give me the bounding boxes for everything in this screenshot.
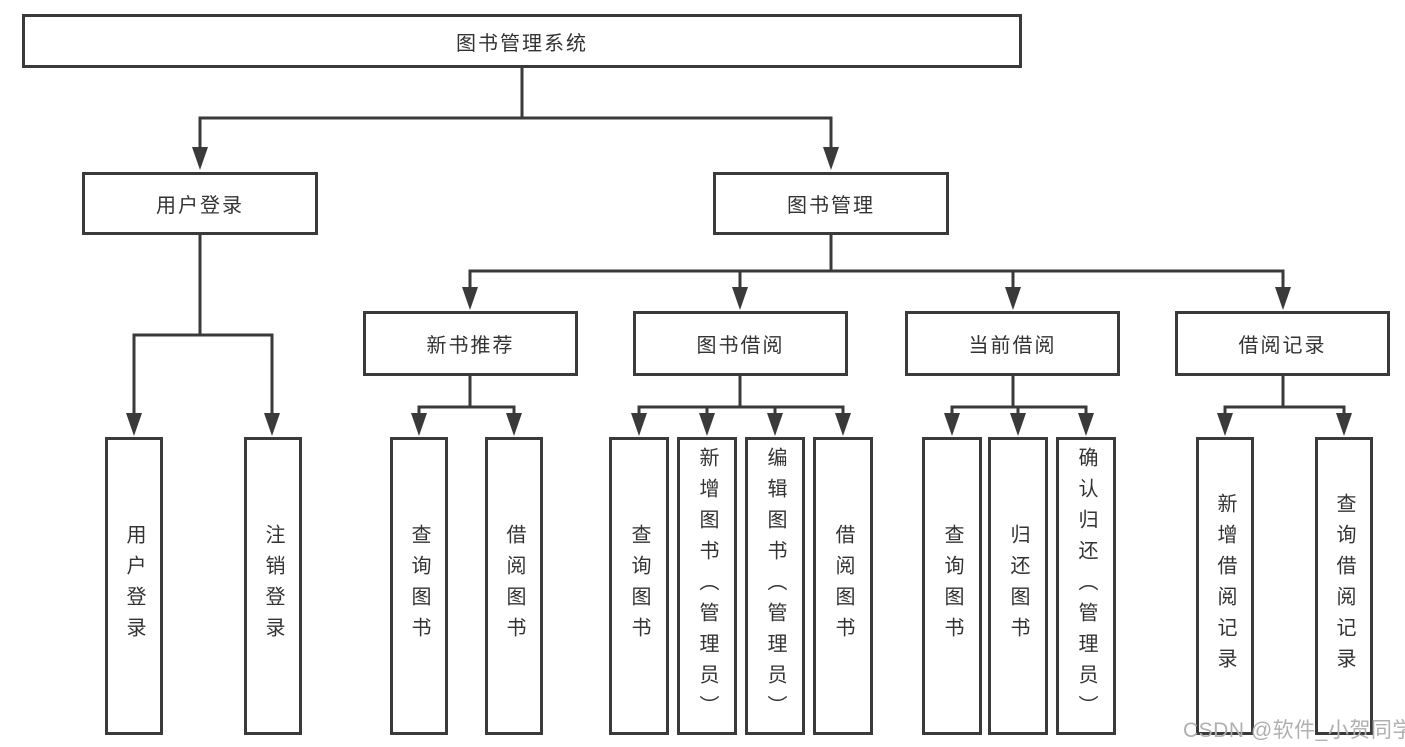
- node-borrow-record: 借阅记录: [1175, 311, 1390, 376]
- root-node: 图书管理系统: [22, 14, 1022, 68]
- arrow-leaf-nb-1: [411, 413, 427, 436]
- leaf-borrowrecord-add: 新增借阅记录: [1196, 437, 1254, 735]
- leaf-borrowrecord-query-label: 查询借阅记录: [1333, 493, 1355, 679]
- leaf-bookborrow-add-label: 新增图书（管理员）: [696, 446, 718, 726]
- arrow-borrow-record: [1275, 287, 1291, 310]
- leaf-newbook-query-label: 查询图书: [408, 524, 430, 648]
- node-current-borrow: 当前借阅: [905, 311, 1120, 376]
- leaf-newbook-borrow: 借阅图书: [485, 437, 543, 735]
- node-new-book-recommend: 新书推荐: [363, 311, 578, 376]
- leaf-bookborrow-query: 查询图书: [609, 437, 669, 735]
- leaf-bookborrow-borrow: 借阅图书: [813, 437, 873, 735]
- leaf-currentborrow-return: 归还图书: [988, 437, 1048, 735]
- leaf-user-login-label: 用户登录: [123, 524, 145, 648]
- node-current-borrow-label: 当前借阅: [968, 335, 1057, 357]
- leaf-currentborrow-query: 查询图书: [922, 437, 982, 735]
- leaf-borrowrecord-add-label: 新增借阅记录: [1214, 493, 1236, 679]
- node-book-borrow-label: 图书借阅: [696, 335, 785, 357]
- leaf-currentborrow-confirm: 确认归还（管理员）: [1056, 437, 1116, 735]
- leaf-newbook-query: 查询图书: [390, 437, 448, 735]
- arrow-leaf-cb-2: [1010, 413, 1026, 436]
- node-user-login-label: 用户登录: [156, 195, 244, 217]
- edge-currentborrow-rail: [950, 405, 1088, 414]
- edge-borrowrecord-rail: [1223, 405, 1346, 414]
- node-book-mgmt-label: 图书管理: [787, 195, 875, 217]
- edge-level3-rail: [468, 269, 1285, 289]
- arrow-leaf-br-2: [1336, 413, 1352, 436]
- node-book-mgmt: 图书管理: [713, 172, 949, 235]
- arrow-leaf-cb-3: [1078, 413, 1094, 436]
- edge-bookborrow-rail: [637, 405, 845, 414]
- arrow-leaf-br-1: [1217, 413, 1233, 436]
- arrow-book-borrow: [732, 287, 748, 310]
- arrow-leaf-cb-1: [944, 413, 960, 436]
- node-borrow-record-label: 借阅记录: [1238, 335, 1327, 357]
- arrow-leaf-bb-4: [835, 413, 851, 436]
- arrow-leaf-nb-2: [506, 413, 522, 436]
- leaf-newbook-borrow-label: 借阅图书: [503, 524, 525, 648]
- arrow-leaf-bb-2: [699, 413, 715, 436]
- arrow-leaf-bb-3: [767, 413, 783, 436]
- arrow-current-borrow: [1005, 287, 1021, 310]
- leaf-currentborrow-return-label: 归还图书: [1007, 524, 1029, 648]
- arrow-user-login: [192, 147, 208, 170]
- leaf-currentborrow-query-label: 查询图书: [941, 524, 963, 648]
- leaf-logout: 注销登录: [244, 437, 302, 735]
- leaf-bookborrow-add: 新增图书（管理员）: [677, 437, 737, 735]
- leaf-bookborrow-query-label: 查询图书: [628, 524, 650, 648]
- arrow-leaf-login: [126, 413, 142, 436]
- node-new-book-recommend-label: 新书推荐: [426, 335, 515, 357]
- leaf-user-login: 用户登录: [105, 437, 163, 735]
- arrow-leaf-bb-1: [631, 413, 647, 436]
- leaf-bookborrow-edit: 编辑图书（管理员）: [745, 437, 805, 735]
- leaf-bookborrow-borrow-label: 借阅图书: [832, 524, 854, 648]
- leaf-bookborrow-edit-label: 编辑图书（管理员）: [764, 446, 786, 726]
- csdn-watermark: CSDN @软件_小贺同学: [1183, 719, 1405, 742]
- arrow-new-book: [462, 287, 478, 310]
- node-user-login: 用户登录: [82, 172, 318, 235]
- leaf-borrowrecord-query: 查询借阅记录: [1315, 437, 1373, 735]
- edge-level2-rail: [198, 116, 833, 150]
- node-book-borrow: 图书借阅: [633, 311, 848, 376]
- arrow-leaf-logout: [264, 413, 280, 436]
- arrow-book-mgmt: [823, 147, 839, 170]
- edge-newbook-rail: [417, 405, 516, 414]
- leaf-currentborrow-confirm-label: 确认归还（管理员）: [1075, 446, 1097, 726]
- edge-userlogin-rail: [132, 333, 274, 414]
- root-node-label: 图书管理系统: [456, 32, 588, 55]
- leaf-logout-label: 注销登录: [262, 524, 284, 648]
